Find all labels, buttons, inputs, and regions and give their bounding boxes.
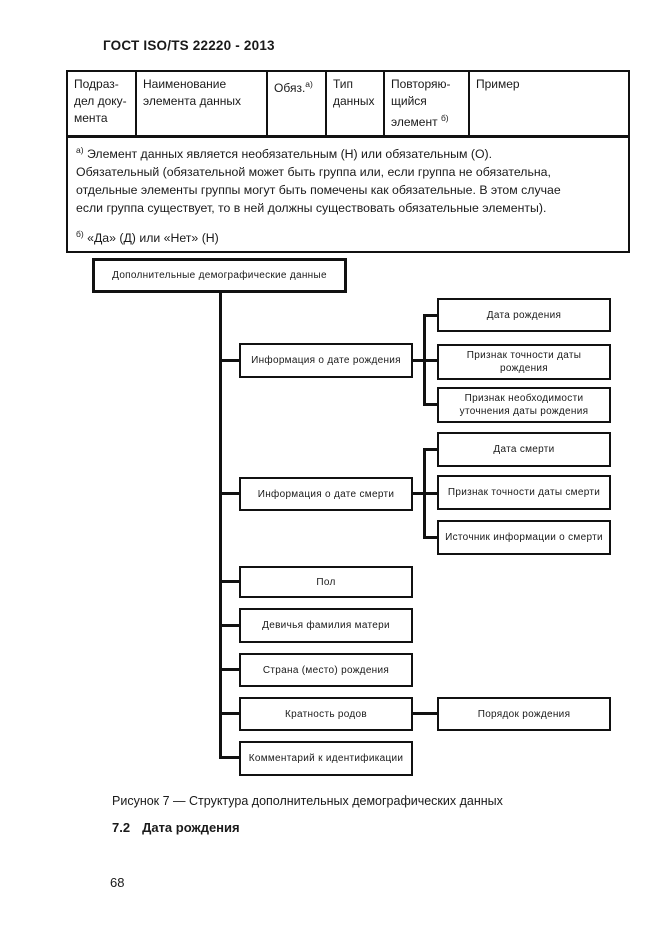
- col-header-mandatory: Обяз.а): [266, 70, 327, 138]
- diagram-node-death-date: Дата смерти: [437, 432, 611, 467]
- col-header-example: Пример: [468, 70, 630, 138]
- col-header-subsection: Подраз-дел доку-мента: [66, 70, 137, 138]
- footnote-a-line-1: а) Элемент данных является необязательны…: [76, 145, 493, 162]
- col-header-element-name: Наименование элемента данных: [135, 70, 268, 138]
- diagram-node-birth-plurality: Кратность родов: [239, 697, 413, 731]
- diagram-node-birth-date-accuracy: Признак точности даты рождения: [437, 344, 611, 380]
- connector-line: [219, 668, 239, 671]
- section-title: Дата рождения: [142, 820, 240, 835]
- connector-line: [219, 359, 239, 362]
- figure-caption: Рисунок 7 — Структура дополнительных дем…: [112, 794, 503, 808]
- connector-line: [413, 712, 437, 715]
- footnote-cell: а) Элемент данных является необязательны…: [66, 135, 630, 254]
- connector-line: [219, 580, 239, 583]
- connector-line: [219, 624, 239, 627]
- col-header-repeating: Повторяю-щийся элемент б): [383, 70, 470, 138]
- diagram-node-birth-info: Информация о дате рождения: [239, 343, 413, 378]
- trunk-line: [219, 293, 222, 759]
- diagram-node-mother-maiden-name: Девичья фамилия матери: [239, 608, 413, 643]
- section-heading: 7.2 Дата рождения: [112, 820, 240, 835]
- document-header-title: ГОСТ ISO/TS 22220 - 2013: [103, 38, 275, 53]
- table-header-row: Подраз-дел доку-мента Наименование элеме…: [66, 70, 630, 138]
- diagram-node-birth-date-followup: Признак необходимости уточнения даты рож…: [437, 387, 611, 423]
- diagram-node-sex: Пол: [239, 566, 413, 598]
- connector-line: [423, 536, 437, 539]
- connector-line: [423, 448, 437, 451]
- diagram-node-death-info-source: Источник информации о смерти: [437, 520, 611, 555]
- footnote-a-line-4: если группа существует, то в ней должны …: [76, 201, 547, 216]
- diagram-node-birth-date: Дата рождения: [437, 298, 611, 332]
- connector-line: [423, 314, 437, 317]
- diagram-node-birth-country: Страна (место) рождения: [239, 653, 413, 687]
- connector-line: [413, 359, 437, 362]
- connector-line: [413, 492, 437, 495]
- table-footnote-row: а) Элемент данных является необязательны…: [66, 135, 630, 254]
- section-number: 7.2: [112, 820, 131, 835]
- connector-line: [219, 712, 239, 715]
- diagram-node-birth-order: Порядок рождения: [437, 697, 611, 731]
- col-header-data-type: Тип данных: [325, 70, 385, 138]
- footnote-a-line-3: отдельные элементы группы могут быть пом…: [76, 183, 561, 198]
- diagram-node-root: Дополнительные демографические данные: [92, 258, 347, 293]
- diagram-node-identification-comment: Комментарий к идентификации: [239, 741, 413, 776]
- footnote-a-line-2: Обязательный (обязательной может быть гр…: [76, 165, 551, 180]
- connector-line: [219, 756, 239, 759]
- footnote-b-line: б) «Да» (Д) или «Нет» (Н): [76, 229, 219, 246]
- diagram-node-death-info: Информация о дате смерти: [239, 477, 413, 511]
- page-number: 68: [110, 875, 125, 890]
- diagram-node-death-date-accuracy: Признак точности даты смерти: [437, 475, 611, 510]
- spec-table: Подраз-дел доку-мента Наименование элеме…: [66, 70, 630, 254]
- connector-line: [219, 492, 239, 495]
- connector-line: [423, 403, 437, 406]
